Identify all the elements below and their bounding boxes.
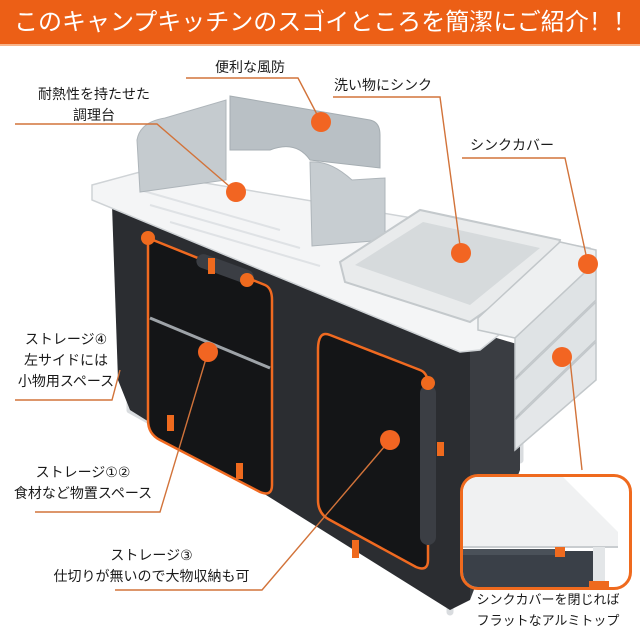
callout-line: 小物用スペース — [17, 374, 115, 390]
callout-line: ストレージ④ — [24, 332, 108, 348]
callout-heat-resistant-worktop: 耐熱性を持たせた 調理台 — [14, 85, 174, 127]
header-banner: このキャンプキッチンのスゴイところを簡潔にご紹介！！ — [0, 0, 640, 46]
callout-windscreen: 便利な風防 — [200, 58, 300, 79]
marker-dots — [198, 112, 598, 450]
callout-line: 耐熱性を持たせた — [38, 87, 150, 103]
page-title: このキャンプキッチンのスゴイところを簡潔にご紹介！！ — [14, 8, 637, 36]
closed-cover-inset — [460, 474, 632, 590]
callout-storage-4: ストレージ④ 左サイドには 小物用スペース — [10, 330, 122, 393]
callout-line: 食材など物置スペース — [13, 486, 153, 502]
callout-sink-cover: シンクカバー — [470, 136, 560, 157]
camp-kitchen-image — [15, 77, 598, 616]
callout-line: シンクカバー — [470, 138, 554, 154]
callout-line: 左サイドには — [24, 353, 108, 369]
callout-line: 便利な風防 — [215, 60, 285, 76]
callout-line: ストレージ③ — [110, 548, 193, 564]
callout-line: 仕切りが無いので大物収納も可 — [53, 569, 250, 585]
inset-caption-line: フラットなアルミトップ — [476, 614, 620, 629]
inset-caption: シンクカバーを閉じれば フラットなアルミトップ — [458, 590, 638, 632]
product-illustration: 耐熱性を持たせた 調理台 便利な風防 洗い物にシンク シンクカバー ストレージ④… — [0, 46, 640, 633]
sink-cover — [477, 241, 597, 452]
closed-cover-detail-image — [463, 477, 618, 587]
callout-sink: 洗い物にシンク — [334, 76, 444, 97]
callout-line: ストレージ①② — [35, 465, 131, 481]
windscreen-right — [309, 161, 386, 247]
callout-line: 調理台 — [73, 108, 115, 124]
storage-compartment-left — [146, 236, 274, 495]
callout-line: 洗い物にシンク — [334, 78, 432, 94]
callout-storage-1-2: ストレージ①② 食材など物置スペース — [8, 463, 158, 505]
inset-caption-line: シンクカバーを閉じれば — [476, 593, 620, 608]
windscreen-back — [229, 95, 381, 169]
callout-storage-3: ストレージ③ 仕切りが無いので大物収納も可 — [44, 546, 259, 588]
